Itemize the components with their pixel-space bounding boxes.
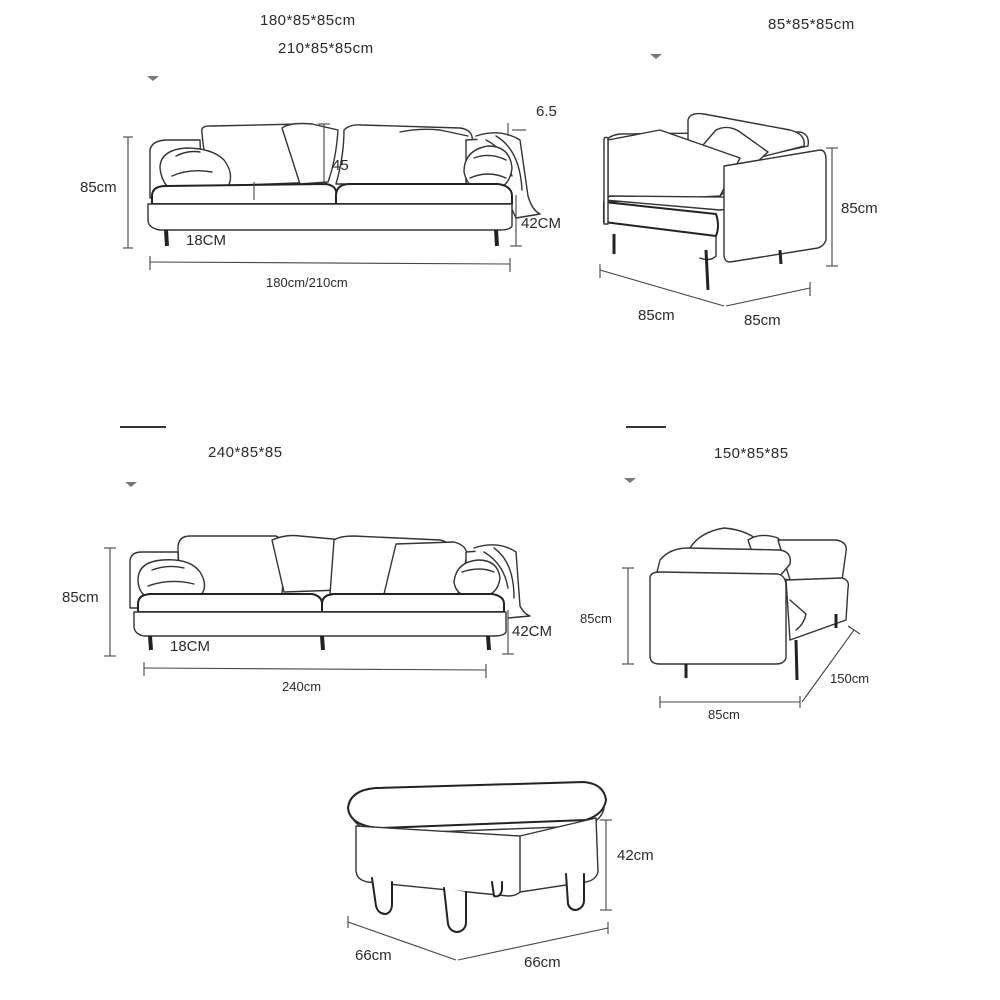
marker-arrow-icon [147, 76, 159, 81]
sofa-3seat-length: 240cm [282, 679, 322, 694]
sofa-2seat-back-height: 45 [332, 157, 349, 174]
chaise-drawing [622, 527, 861, 708]
chaise-length: 150cm [830, 671, 870, 686]
armchair-height: 85cm [841, 200, 878, 217]
armchair-drawing [599, 112, 838, 307]
chaise-spec: 150*85*85 [714, 445, 789, 462]
sofa-3seat-leg-height: 18CM [170, 638, 211, 655]
sofa-3seat-height: 85cm [62, 589, 99, 606]
sofa-3seat-drawing [104, 534, 531, 678]
marker-arrow-icon [650, 54, 662, 59]
chaise-width: 85cm [708, 707, 740, 722]
armchair-depth: 85cm [744, 312, 781, 329]
ottoman-drawing [347, 781, 612, 961]
armchair-width: 85cm [638, 307, 675, 324]
sofa-2seat-drawing [123, 122, 541, 272]
marker-arrow-icon [125, 482, 137, 487]
ottoman-height: 42cm [617, 847, 654, 864]
sofa-2seat-spec-2: 210*85*85cm [278, 40, 374, 57]
sofa-2seat-height: 85cm [80, 179, 117, 196]
sofa-3seat-seat-height: 42CM [512, 623, 553, 640]
sofa-2seat-length: 180cm/210cm [266, 275, 348, 290]
sofa-3seat-spec: 240*85*85 [208, 444, 283, 461]
ottoman-depth: 66cm [524, 954, 561, 971]
sofa-2seat-spec-1: 180*85*85cm [260, 12, 356, 29]
armchair-spec: 85*85*85cm [768, 16, 855, 33]
sofa-2seat-arm-width: 6.5 [536, 103, 557, 120]
section-markers [120, 54, 666, 487]
marker-arrow-icon [624, 478, 636, 483]
sofa-2seat-leg-height: 18CM [186, 232, 227, 249]
sofa-2seat-seat-height: 42CM [521, 215, 562, 232]
ottoman-width: 66cm [355, 947, 392, 964]
chaise-height: 85cm [580, 611, 612, 626]
